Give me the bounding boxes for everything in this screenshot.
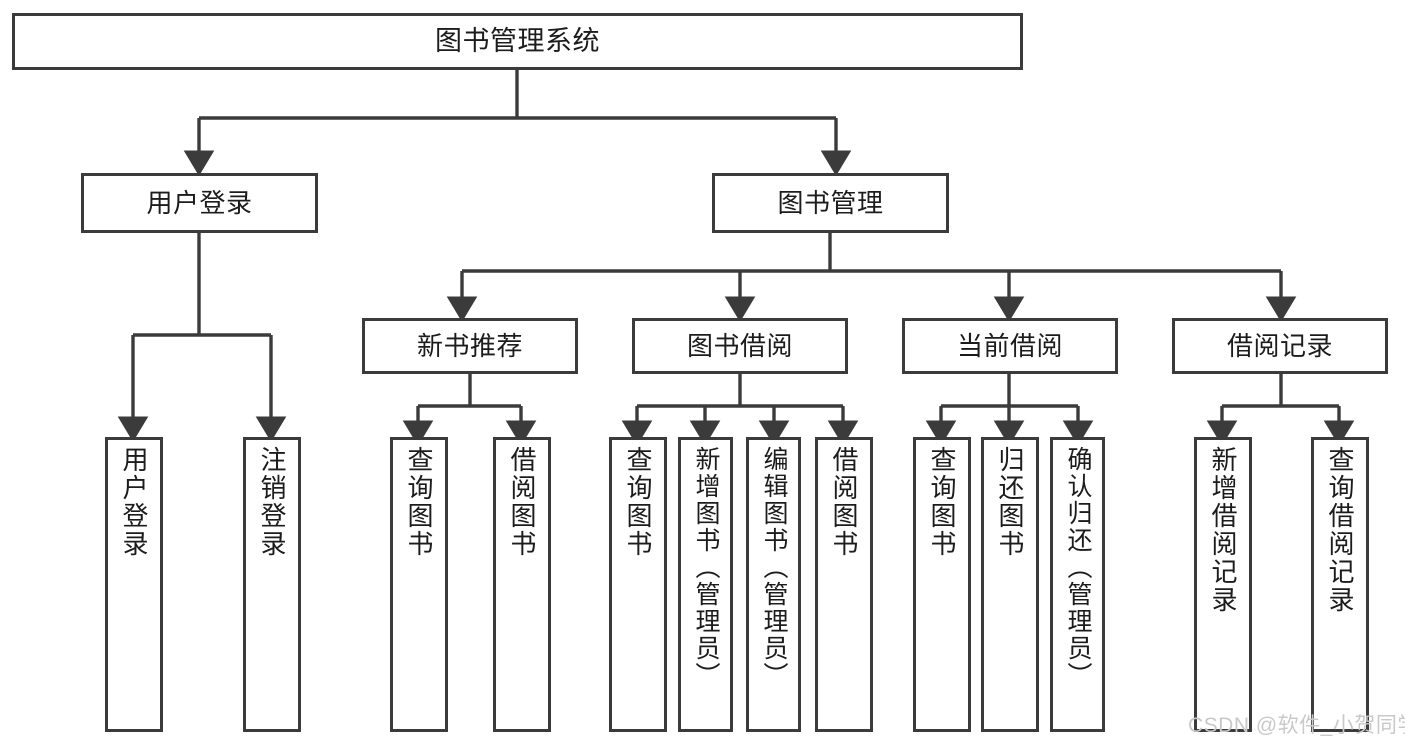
leaf-user-login-logout[interactable]: 注销登录 — [243, 437, 301, 732]
node-label: 图书管理系统 — [435, 26, 600, 57]
leaf-new-book-borrow[interactable]: 借阅图书 — [493, 437, 551, 732]
node-label: 新增图书（管理员） — [692, 446, 720, 689]
node-current-borrow[interactable]: 当前借阅 — [902, 318, 1118, 374]
leaf-current-borrow-query[interactable]: 查询图书 — [913, 437, 971, 732]
node-label: 查询图书 — [404, 446, 435, 558]
node-label: 注销登录 — [257, 446, 288, 558]
node-user-login[interactable]: 用户登录 — [81, 173, 318, 233]
leaf-user-login-login[interactable]: 用户登录 — [105, 437, 163, 732]
leaf-borrow-record-query[interactable]: 查询借阅记录 — [1311, 437, 1369, 732]
node-label: 当前借阅 — [956, 330, 1063, 361]
leaf-current-borrow-return[interactable]: 归还图书 — [981, 437, 1039, 732]
node-label: 查询借阅记录 — [1325, 446, 1356, 614]
leaf-new-book-query[interactable]: 查询图书 — [390, 437, 448, 732]
node-borrow-record[interactable]: 借阅记录 — [1172, 318, 1388, 374]
node-label: 新增借阅记录 — [1208, 446, 1239, 614]
leaf-current-borrow-confirm-return[interactable]: 确认归还（管理员） — [1050, 437, 1105, 732]
node-label: 确认归还（管理员） — [1064, 446, 1092, 689]
csdn-watermark: CSDN @软件_小贺同学 — [1188, 714, 1405, 737]
node-label: 用户登录 — [119, 446, 150, 558]
node-label: 查询图书 — [927, 446, 958, 558]
node-root-system[interactable]: 图书管理系统 — [12, 13, 1023, 70]
leaf-book-borrow-add[interactable]: 新增图书（管理员） — [678, 437, 733, 732]
node-label: 借阅记录 — [1226, 330, 1333, 361]
leaf-book-borrow-edit[interactable]: 编辑图书（管理员） — [746, 437, 801, 732]
node-label: 借阅图书 — [829, 446, 860, 558]
node-label: 图书管理 — [777, 187, 884, 218]
node-label: 查询图书 — [623, 446, 654, 558]
node-book-management[interactable]: 图书管理 — [712, 173, 949, 233]
node-new-book-recommend[interactable]: 新书推荐 — [362, 318, 578, 374]
leaf-borrow-record-add[interactable]: 新增借阅记录 — [1194, 437, 1252, 732]
node-label: 图书借阅 — [686, 330, 793, 361]
node-label: 借阅图书 — [507, 446, 538, 558]
node-label: 新书推荐 — [416, 330, 523, 361]
leaf-book-borrow-query[interactable]: 查询图书 — [609, 437, 667, 732]
node-book-borrow[interactable]: 图书借阅 — [632, 318, 848, 374]
node-label: 编辑图书（管理员） — [760, 446, 788, 689]
leaf-book-borrow-lend[interactable]: 借阅图书 — [815, 437, 873, 732]
node-label: 归还图书 — [995, 446, 1026, 558]
node-label: 用户登录 — [146, 187, 253, 218]
